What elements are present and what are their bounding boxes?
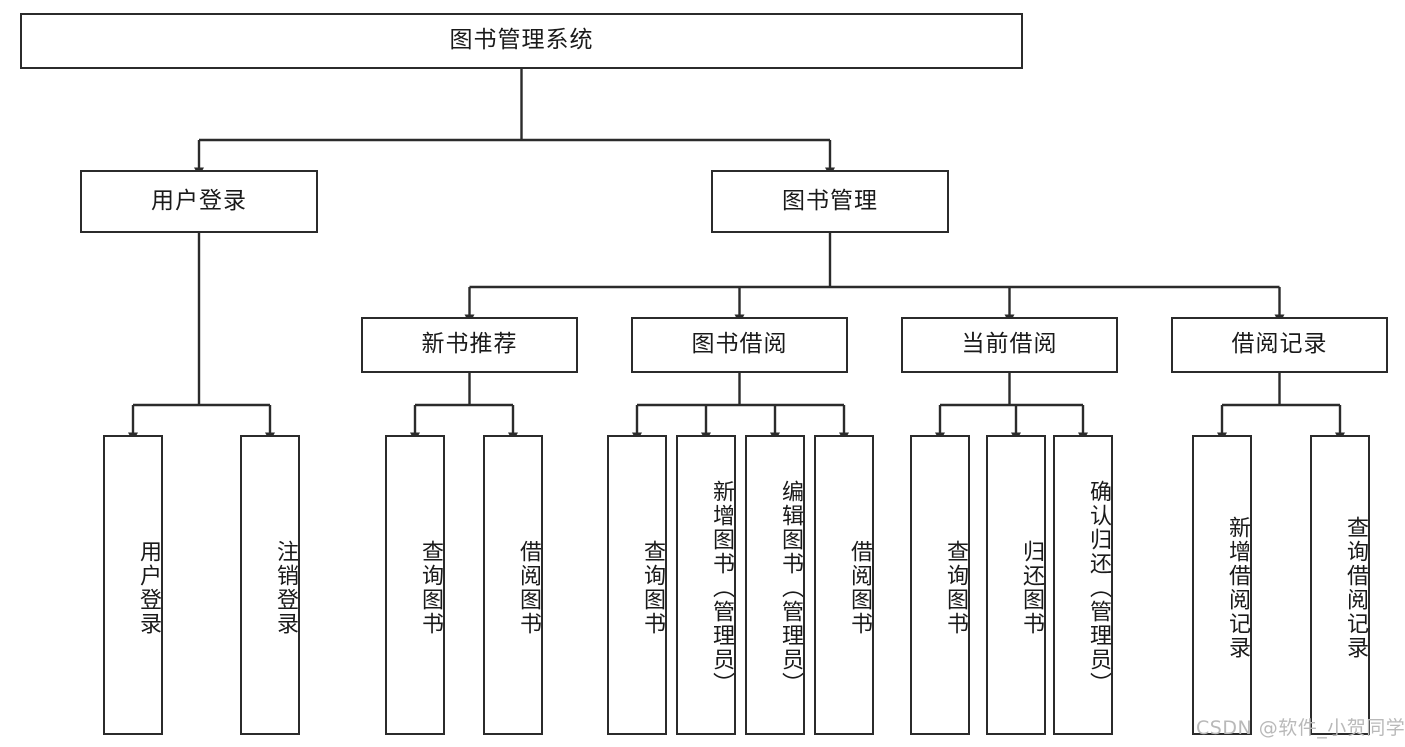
leaf-record-query-borrow-record[interactable]: 查询借阅记录 <box>1310 435 1370 735</box>
leaf-user-login[interactable]: 用户登录 <box>103 435 163 735</box>
node-label: 用户登录 <box>136 540 161 636</box>
leaf-borrow-query-book[interactable]: 查询图书 <box>607 435 667 735</box>
node-label: 编辑图书（管理员） <box>778 480 803 696</box>
leaf-newbook-borrow-book[interactable]: 借阅图书 <box>483 435 543 735</box>
node-label: 新书推荐 <box>421 331 518 358</box>
node-label: 确认归还（管理员） <box>1086 480 1111 696</box>
node-label: 借阅图书 <box>847 540 872 636</box>
leaf-borrow-edit-book-admin[interactable]: 编辑图书（管理员） <box>745 435 805 735</box>
node-label: 新增图书（管理员） <box>709 480 734 696</box>
node-label: 借阅图书 <box>516 540 541 636</box>
node-root[interactable]: 图书管理系统 <box>20 13 1023 69</box>
node-label: 查询借阅记录 <box>1343 516 1368 660</box>
node-label: 查询图书 <box>943 540 968 636</box>
node-current-borrow[interactable]: 当前借阅 <box>901 317 1118 373</box>
node-label: 图书借阅 <box>691 331 788 358</box>
node-label: 图书管理系统 <box>449 27 594 54</box>
node-label: 归还图书 <box>1019 540 1044 636</box>
node-label: 新增借阅记录 <box>1225 516 1250 660</box>
leaf-borrow-borrow-book[interactable]: 借阅图书 <box>814 435 874 735</box>
node-label: 用户登录 <box>151 187 247 214</box>
node-label: 图书管理 <box>782 187 878 214</box>
node-label: 注销登录 <box>273 540 298 636</box>
node-user-login[interactable]: 用户登录 <box>80 170 318 233</box>
leaf-current-confirm-return-admin[interactable]: 确认归还（管理员） <box>1053 435 1113 735</box>
leaf-borrow-add-book-admin[interactable]: 新增图书（管理员） <box>676 435 736 735</box>
node-label: 查询图书 <box>418 540 443 636</box>
leaf-record-add-borrow-record[interactable]: 新增借阅记录 <box>1192 435 1252 735</box>
node-new-book-recommend[interactable]: 新书推荐 <box>361 317 578 373</box>
node-book-borrow[interactable]: 图书借阅 <box>631 317 848 373</box>
leaf-newbook-query-book[interactable]: 查询图书 <box>385 435 445 735</box>
node-label: 当前借阅 <box>961 331 1058 358</box>
node-label: 借阅记录 <box>1231 331 1328 358</box>
leaf-current-return-book[interactable]: 归还图书 <box>986 435 1046 735</box>
node-borrow-record[interactable]: 借阅记录 <box>1171 317 1388 373</box>
leaf-current-query-book[interactable]: 查询图书 <box>910 435 970 735</box>
node-label: 查询图书 <box>640 540 665 636</box>
node-book-management[interactable]: 图书管理 <box>711 170 949 233</box>
leaf-user-logout[interactable]: 注销登录 <box>240 435 300 735</box>
